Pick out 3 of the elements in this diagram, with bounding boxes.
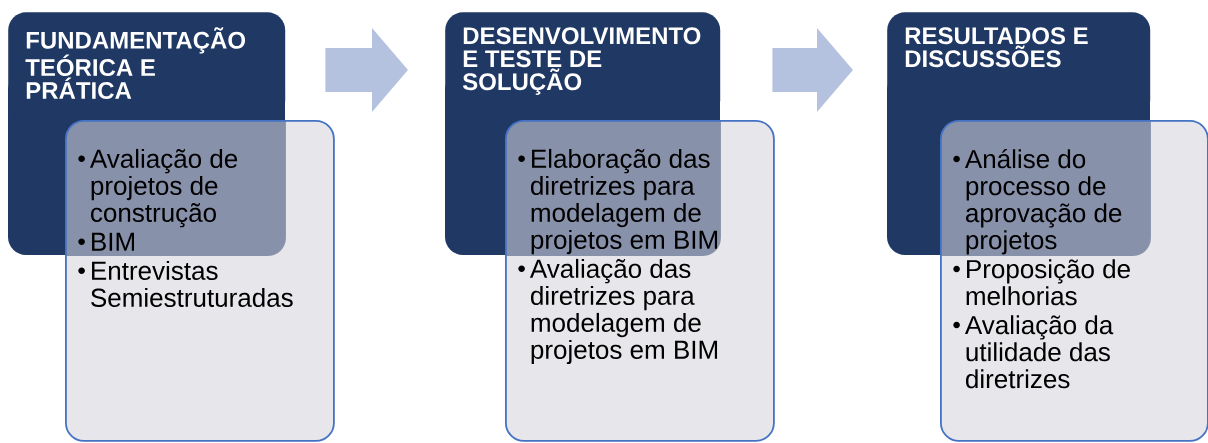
list-box: Análise do processo de aprovação de projetos Proposição de melhorias Avaliação da utilidade das diretrizes (940, 120, 1208, 442)
list-box: Avaliação de projetos de construção BIM Entrevistas Semiestruturadas (65, 120, 335, 442)
list-box: Elaboração das diretrizes para modelagem de projetos em BIM Avaliação das diretrizes para modelagem de projetos em BIM (505, 120, 775, 442)
